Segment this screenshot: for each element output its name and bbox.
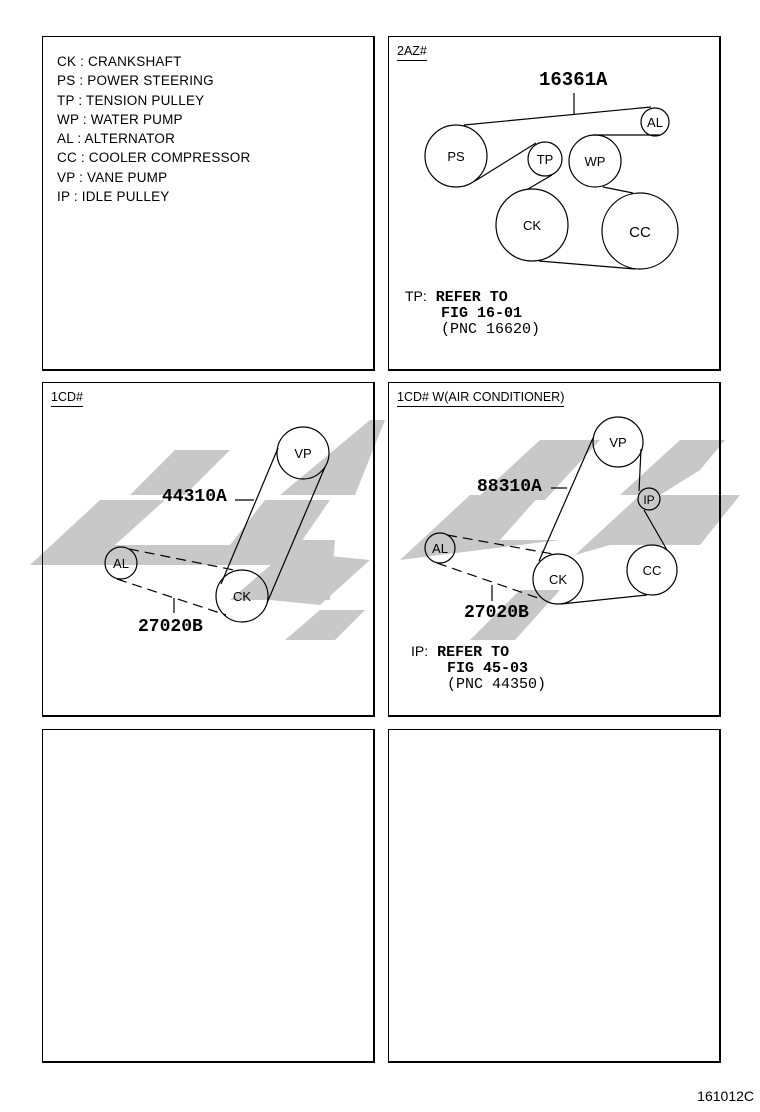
empty-panel-left bbox=[42, 729, 375, 1063]
pulley-ps bbox=[424, 124, 488, 188]
svg-text:WP: WP bbox=[585, 154, 606, 169]
belt-diagram-1cd: 44310A 27020B VP AL CK bbox=[104, 426, 330, 637]
legend-item-cc: CC : COOLER COMPRESSOR bbox=[57, 150, 251, 166]
panel-1cd: 1CD# 44310A 27020B VP AL CK bbox=[42, 382, 375, 717]
panel-title: 1CD# bbox=[51, 390, 83, 407]
svg-text:CK: CK bbox=[233, 589, 251, 604]
panel-title: 1CD# W(AIR CONDITIONER) bbox=[397, 390, 565, 407]
svg-text:AL: AL bbox=[113, 556, 129, 571]
svg-text:TP: TP bbox=[537, 152, 554, 167]
belt-code-27020b: 27020B bbox=[464, 603, 529, 623]
svg-text:CC: CC bbox=[643, 563, 662, 578]
panel-title: 2AZ# bbox=[397, 44, 427, 61]
legend-list: CK : CRANKSHAFT PS : POWER STEERING TP :… bbox=[57, 52, 250, 206]
pulley-wp bbox=[568, 134, 622, 188]
pulley-ip bbox=[637, 487, 661, 511]
belt-code-44310a: 44310A bbox=[162, 487, 227, 507]
panel-1cd-ac: 1CD# W(AIR CONDITIONER) 88310A 27020B VP… bbox=[388, 382, 721, 717]
pulley-tp bbox=[527, 141, 563, 177]
svg-text:CC: CC bbox=[629, 224, 651, 241]
svg-text:AL: AL bbox=[647, 115, 663, 130]
panel-2az: 2AZ# 16361A PS TP WP AL CK CC bbox=[388, 36, 721, 371]
pulley-ck bbox=[495, 188, 569, 262]
legend-item-tp: TP : TENSION PULLEY bbox=[57, 92, 205, 108]
legend-item-ip: IP : IDLE PULLEY bbox=[57, 189, 170, 205]
pulley-al bbox=[640, 107, 670, 137]
legend-item-vp: VP : VANE PUMP bbox=[57, 169, 168, 185]
belt-code-88310a: 88310A bbox=[477, 477, 542, 497]
svg-text:VP: VP bbox=[609, 435, 626, 450]
pulley-ck bbox=[532, 553, 584, 605]
pulley-al bbox=[424, 532, 456, 564]
legend-item-ck: CK : CRANKSHAFT bbox=[57, 54, 182, 69]
pulley-al bbox=[104, 546, 138, 580]
belt-diagram-2az: 16361A PS TP WP AL CK CC bbox=[424, 69, 679, 270]
svg-text:AL: AL bbox=[432, 541, 448, 556]
empty-panel-right bbox=[388, 729, 721, 1063]
pulley-ck bbox=[215, 569, 269, 623]
belt-code-27020b: 27020B bbox=[138, 617, 203, 637]
legend-item-ps: PS : POWER STEERING bbox=[57, 73, 214, 89]
pulley-vp bbox=[276, 426, 330, 480]
legend-panel: CK : CRANKSHAFT PS : POWER STEERING TP :… bbox=[42, 36, 375, 371]
legend-item-al: AL : ALTERNATOR bbox=[57, 131, 176, 147]
tp-reference-note: TP: REFER TO FIG 16-01 (PNC 16620) bbox=[405, 288, 541, 338]
svg-text:PS: PS bbox=[447, 149, 465, 164]
figure-number: 161012C bbox=[697, 1088, 754, 1104]
ip-reference-note: IP: REFER TO FIG 45-03 (PNC 44350) bbox=[411, 643, 547, 693]
pulley-vp bbox=[592, 416, 644, 468]
svg-text:CK: CK bbox=[523, 218, 541, 233]
svg-text:CK: CK bbox=[549, 572, 567, 587]
svg-text:VP: VP bbox=[294, 446, 311, 461]
pulley-cc bbox=[601, 192, 679, 270]
svg-text:IP: IP bbox=[643, 493, 654, 507]
pulley-cc bbox=[626, 544, 678, 596]
belt-diagram-1cd-ac: 88310A 27020B VP IP AL CK CC bbox=[424, 416, 678, 623]
belt-code-16361a: 16361A bbox=[539, 69, 608, 91]
legend-item-wp: WP : WATER PUMP bbox=[57, 111, 183, 127]
